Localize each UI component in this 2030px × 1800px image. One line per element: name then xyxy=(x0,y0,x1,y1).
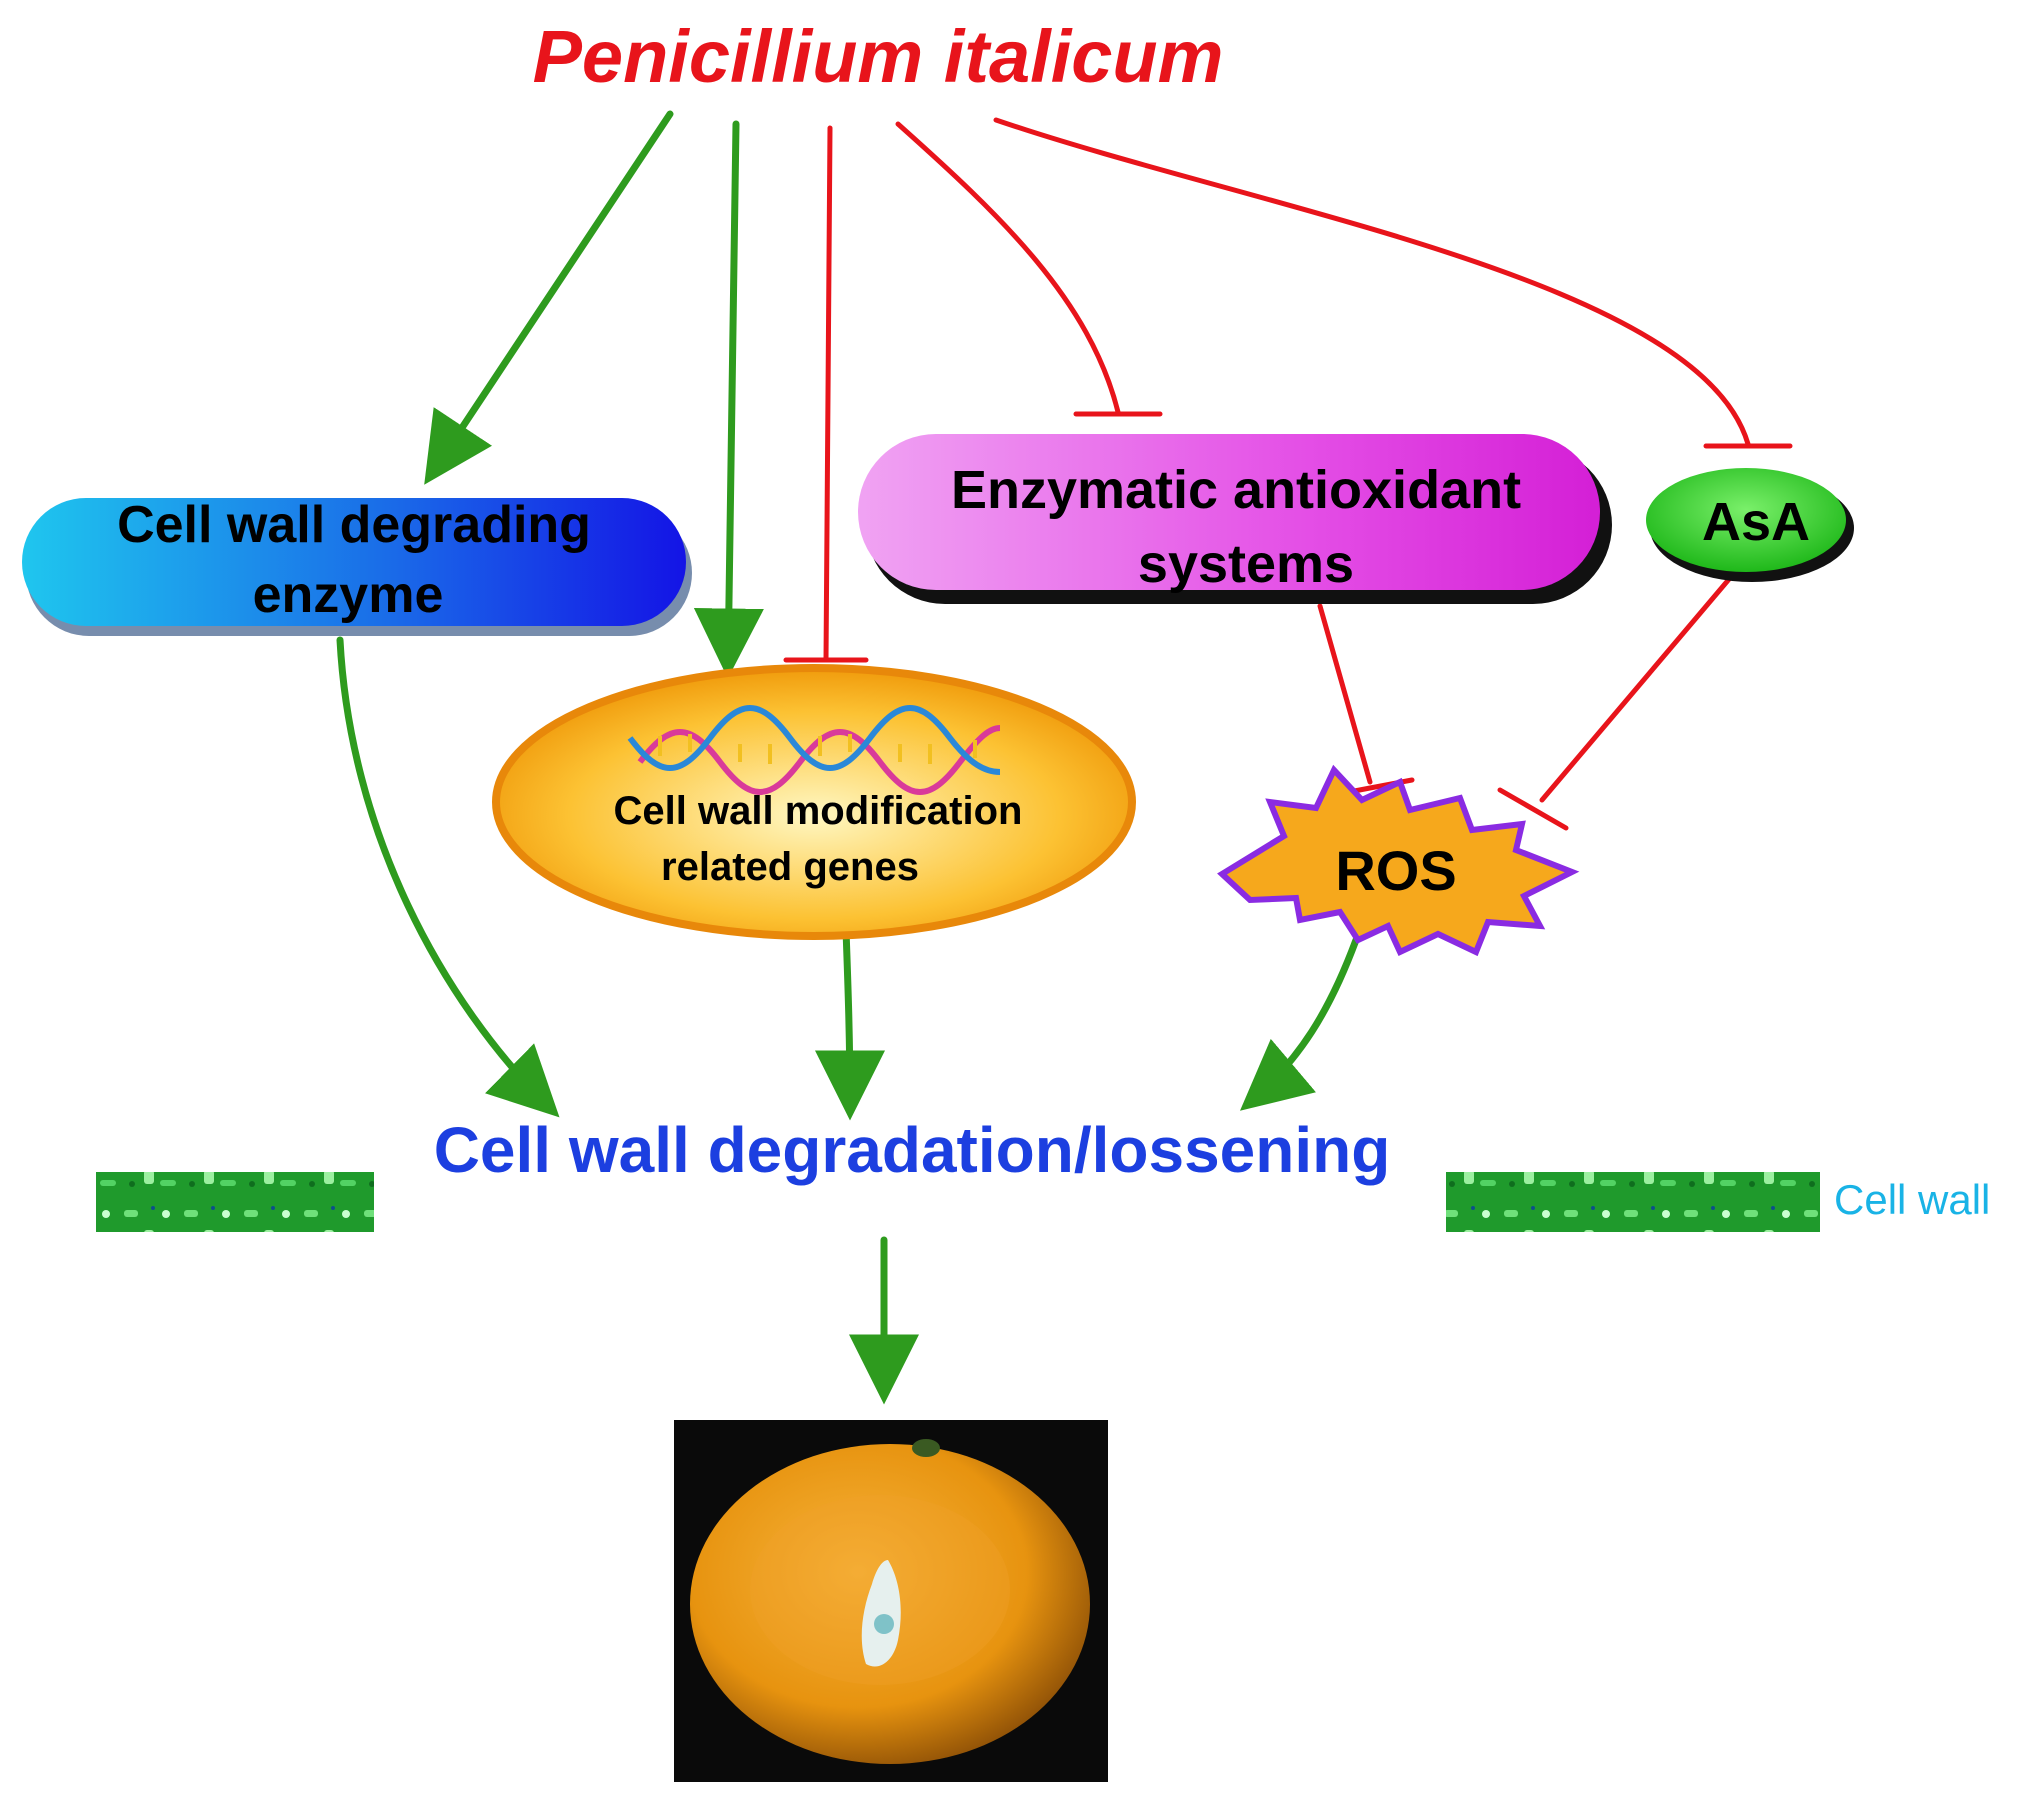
genes-label-line1: Cell wall modification xyxy=(614,789,1023,833)
inhibit-pathogen-to-asa xyxy=(993,117,1751,447)
inhibit-enzymatic-to-ros xyxy=(1317,603,1373,785)
enzymatic-label-line2: systems xyxy=(1138,534,1354,594)
dna-helix-icon xyxy=(627,705,1001,795)
arrow-cwde-to-outcome xyxy=(336,636,560,1118)
ros-label: ROS xyxy=(1335,839,1456,902)
inhibit-pathogen-to-enzymatic xyxy=(895,121,1121,415)
outcome-row: Cell wall degradation/lossening Cell wal… xyxy=(96,1114,1990,1232)
node-cell-wall-degrading-enzyme: Cell wall degrading enzyme xyxy=(22,496,692,636)
cwde-label-line2: enzyme xyxy=(253,566,444,624)
arrow-genes-to-outcome xyxy=(814,926,885,1121)
arrow-ros-to-outcome xyxy=(1239,936,1360,1111)
activation-arrows xyxy=(336,110,1360,1405)
arrow-pathogen-to-genes xyxy=(693,120,764,679)
genes-label-line2: related genes xyxy=(661,845,919,889)
infected-orange-photo xyxy=(674,1420,1108,1782)
cell-wall-label: Cell wall xyxy=(1834,1176,1990,1223)
cell-wall-strip-left xyxy=(96,1172,374,1232)
node-asa: AsA xyxy=(1646,468,1854,582)
pathogen-title: Penicillium italicum xyxy=(533,15,1224,98)
cwde-label-line1: Cell wall degrading xyxy=(117,496,591,554)
node-ros: ROS xyxy=(1217,764,1580,957)
outcome-label: Cell wall degradation/lossening xyxy=(434,1114,1391,1186)
asa-label: AsA xyxy=(1702,492,1810,552)
inhibit-pathogen-to-genes xyxy=(823,125,833,663)
inhibit-bar-ros-right xyxy=(1497,787,1569,831)
node-cell-wall-modification-genes: Cell wall modification related genes xyxy=(492,664,1136,940)
enzymatic-label-line1: Enzymatic antioxidant xyxy=(951,460,1521,520)
node-enzymatic-antioxidant-systems: Enzymatic antioxidant systems xyxy=(858,434,1612,604)
cell-wall-strip-right xyxy=(1446,1172,1820,1232)
ros-starburst-shape xyxy=(1217,764,1580,957)
inhibit-asa-to-ros xyxy=(1539,575,1733,803)
arrow-pathogen-to-cwde xyxy=(424,110,674,485)
mold-patch xyxy=(861,1560,901,1667)
